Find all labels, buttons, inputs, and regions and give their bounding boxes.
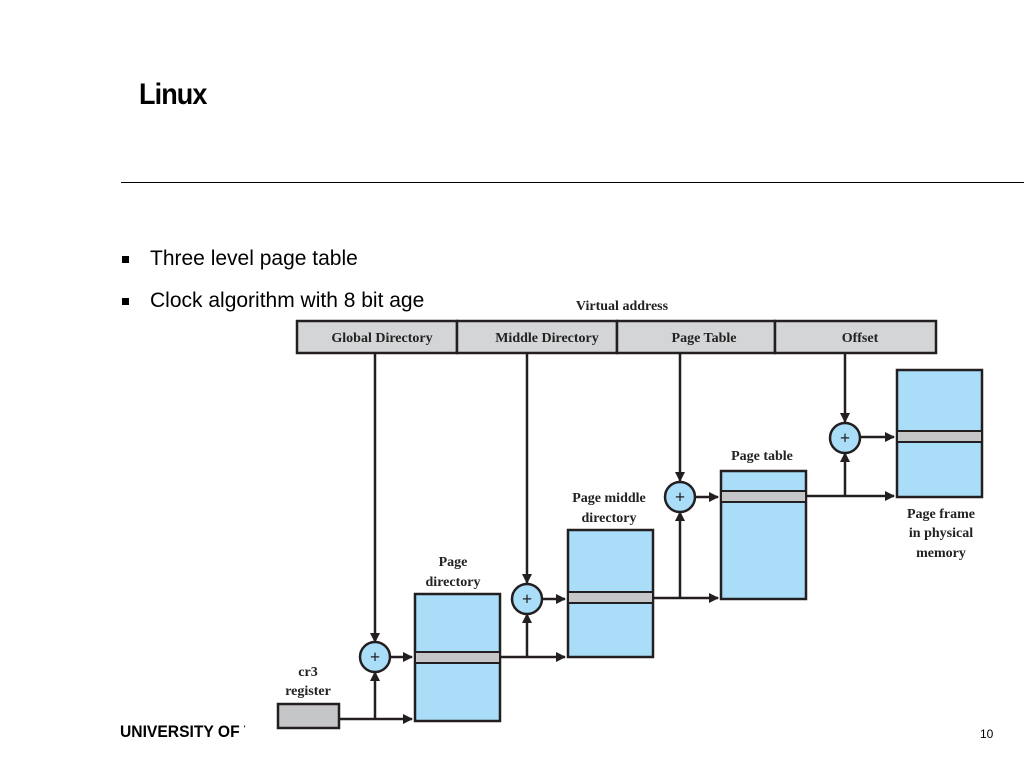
- plus-icon: [358, 640, 392, 674]
- plus-icon: [663, 480, 697, 514]
- adder-symbol: +: [370, 647, 380, 667]
- field-box-page-table: [615, 319, 777, 355]
- label-line: Page frame: [907, 507, 975, 522]
- page-directory-label: Page directory: [426, 555, 481, 590]
- page-table-box: [719, 469, 808, 601]
- adder-symbol: +: [522, 589, 532, 609]
- adder-2: +: [510, 582, 544, 616]
- page-middle-directory-entry: [567, 591, 654, 604]
- page-frame-box: [895, 368, 984, 499]
- bullet-item: Clock algorithm with 8 bit age: [122, 280, 424, 322]
- footer-university-logo-text: UNIVERSITY OF T: [120, 722, 246, 741]
- label-line: in physical: [909, 526, 973, 541]
- adder-4: +: [828, 421, 862, 455]
- adder-symbol: +: [675, 487, 685, 507]
- page-table-label: Page table: [731, 449, 793, 464]
- plus-icon: [828, 421, 862, 455]
- field-middle-directory: Middle Directory: [495, 331, 599, 346]
- field-box-global-directory: [295, 319, 459, 355]
- adder-symbol: +: [840, 428, 850, 448]
- page-table-entry: [720, 490, 807, 503]
- cr3-register-label: cr3 register: [285, 665, 331, 699]
- bullet-list: Three level page table Clock algorithm w…: [122, 238, 424, 322]
- connector-lines: [339, 353, 895, 724]
- bullet-square-icon: [122, 255, 129, 263]
- virtual-address-label: Virtual address: [576, 299, 669, 314]
- virtual-address-bar: Global Directory Middle Directory Page T…: [295, 319, 938, 355]
- field-box-offset: [773, 319, 938, 355]
- page-directory-table: [413, 592, 502, 723]
- field-global-directory: Global Directory: [331, 331, 432, 346]
- bullet-square-icon: [122, 297, 129, 305]
- page-number: 10: [980, 727, 994, 741]
- slide-title: Linux: [139, 78, 207, 111]
- adder-1: +: [358, 640, 392, 674]
- field-page-table: Page Table: [672, 331, 737, 346]
- label-line: cr3: [298, 665, 317, 680]
- label-line: Page: [439, 555, 468, 570]
- label-line: memory: [916, 546, 966, 561]
- plus-icon: [510, 582, 544, 616]
- page-frame-label: Page frame in physical memory: [907, 507, 975, 561]
- label-line: directory: [426, 575, 481, 590]
- adder-3: +: [663, 480, 697, 514]
- cr3-register-box: [276, 702, 341, 730]
- field-offset: Offset: [842, 331, 879, 346]
- page-middle-directory-label: Page middle directory: [572, 491, 646, 526]
- title-divider: [121, 182, 1024, 183]
- page-directory-entry: [414, 651, 501, 664]
- bullet-item: Three level page table: [122, 238, 424, 280]
- bullet-text: Clock algorithm with 8 bit age: [150, 289, 425, 312]
- field-box-middle-directory: [455, 319, 619, 355]
- label-line: Page middle: [572, 491, 646, 506]
- bullet-text: Three level page table: [150, 247, 358, 270]
- label-line: register: [285, 684, 331, 699]
- label-line: directory: [582, 511, 637, 526]
- page-frame-entry: [896, 430, 983, 443]
- page-middle-directory-table: [566, 528, 655, 659]
